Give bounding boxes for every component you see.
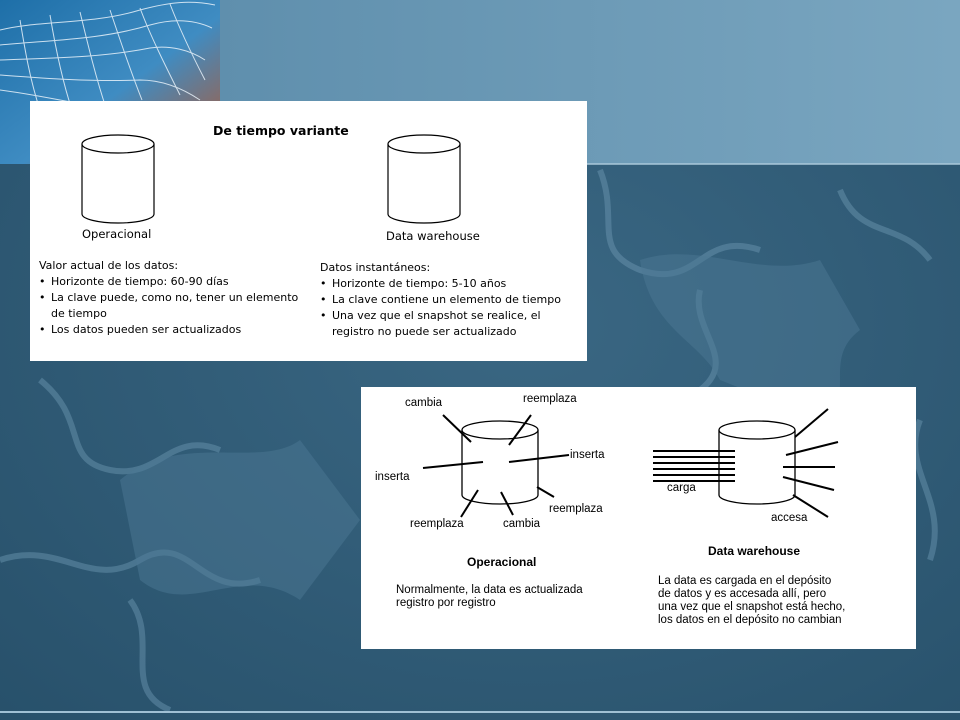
operational-bullet-continuation: de tiempo <box>51 307 107 320</box>
operational-description: Normalmente, la data es actualizada regi… <box>396 584 583 609</box>
warehouse-title: Data warehouse <box>708 544 801 558</box>
diagram-title: De tiempo variante <box>213 123 349 138</box>
operational-cylinder-icon <box>461 420 539 505</box>
access-arrows <box>782 408 839 518</box>
label-accesa: accesa <box>771 512 808 524</box>
label-carga: carga <box>667 482 696 494</box>
update-vs-load-graphics <box>422 408 839 518</box>
operational-arrows <box>422 414 570 518</box>
operational-notes: Valor actual de los datos: Horizonte de … <box>39 258 298 338</box>
label-cambia-top: cambia <box>405 397 443 409</box>
label-cambia-bottom: cambia <box>503 518 541 530</box>
warehouse-bullet: Una vez que el snapshot se realice, el <box>320 308 561 324</box>
time-variant-diagram: De tiempo variante Operacional Data ware… <box>30 101 587 361</box>
operational-cylinder-icon <box>81 134 155 224</box>
operational-bullet: Horizonte de tiempo: 60-90 días <box>39 274 298 290</box>
warehouse-bullet-continuation: registro no puede ser actualizado <box>332 325 517 338</box>
warehouse-bullet-list: Horizonte de tiempo: 5-10 años La clave … <box>320 276 561 340</box>
operational-bullet: La clave puede, como no, tener un elemen… <box>39 290 298 306</box>
load-lines <box>653 450 735 482</box>
label-reemplaza-top: reemplaza <box>523 393 577 405</box>
warehouse-heading: Datos instantáneos: <box>320 261 431 274</box>
time-variant-diagram-graphics <box>81 134 461 224</box>
update-vs-load-diagram: cambia reemplaza inserta inserta reempla… <box>361 387 916 649</box>
warehouse-cylinder-icon <box>387 134 461 224</box>
operational-heading: Valor actual de los datos: <box>39 259 179 272</box>
warehouse-description: La data es cargada en el depósito de dat… <box>658 575 846 626</box>
operational-bullet: Los datos pueden ser actualizados <box>39 322 298 338</box>
warehouse-bullet: La clave contiene un elemento de tiempo <box>320 292 561 308</box>
label-inserta-left: inserta <box>375 471 410 483</box>
operational-bullet-list: Horizonte de tiempo: 60-90 días La clave… <box>39 274 298 338</box>
warehouse-caption: Data warehouse <box>386 229 480 243</box>
label-inserta-right: inserta <box>570 449 605 461</box>
warehouse-bullet: Horizonte de tiempo: 5-10 años <box>320 276 561 292</box>
operational-caption: Operacional <box>82 227 152 241</box>
label-reemplaza-right: reemplaza <box>549 503 603 515</box>
label-reemplaza-bottom: reemplaza <box>410 518 464 530</box>
operational-title: Operacional <box>467 555 537 569</box>
warehouse-notes: Datos instantáneos: Horizonte de tiempo:… <box>320 260 561 340</box>
warehouse-cylinder-icon <box>718 420 796 505</box>
